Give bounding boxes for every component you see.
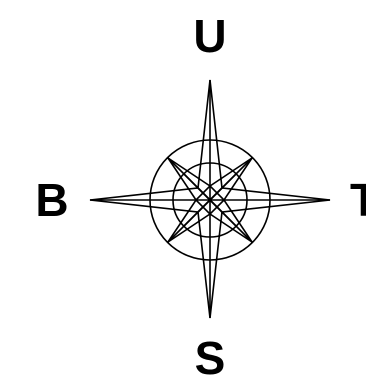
label-south: S [195,332,226,384]
label-west: B [35,174,68,226]
label-east: T [350,174,366,226]
label-north: U [193,10,226,62]
